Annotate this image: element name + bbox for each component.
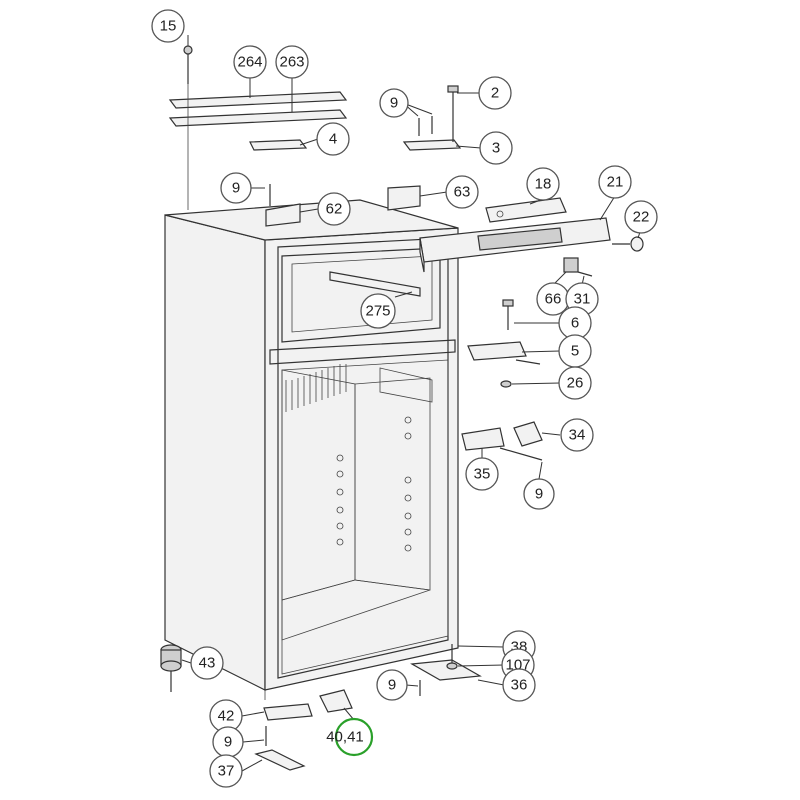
svg-text:275: 275 <box>365 303 390 320</box>
callout-9-bottom-right[interactable]: 9 <box>376 669 408 701</box>
callout-26[interactable]: 26 <box>558 366 592 400</box>
svg-text:22: 22 <box>633 209 650 226</box>
svg-text:15: 15 <box>160 18 177 35</box>
svg-text:35: 35 <box>474 466 491 483</box>
svg-text:5: 5 <box>571 343 579 360</box>
svg-text:9: 9 <box>390 95 398 112</box>
top-trim-strips <box>168 91 348 151</box>
svg-text:3: 3 <box>492 140 500 157</box>
callout-18[interactable]: 18 <box>526 167 560 201</box>
callout-22[interactable]: 22 <box>624 200 658 234</box>
svg-text:21: 21 <box>607 174 624 191</box>
freezer-rail <box>329 271 421 297</box>
thermostat-parts <box>563 257 593 277</box>
callout-5[interactable]: 5 <box>558 334 592 368</box>
svg-text:263: 263 <box>279 54 304 71</box>
svg-text:264: 264 <box>237 54 262 71</box>
foot <box>160 644 182 692</box>
svg-text:6: 6 <box>571 315 579 332</box>
evaporator-fins <box>285 364 347 412</box>
svg-text:36: 36 <box>511 677 528 694</box>
callout-43[interactable]: 43 <box>190 646 224 680</box>
callout-264[interactable]: 264 <box>233 45 267 79</box>
middle-hinge <box>467 299 541 388</box>
control-strip <box>485 197 567 223</box>
callout-63[interactable]: 63 <box>445 175 479 209</box>
callout-2[interactable]: 2 <box>478 76 512 110</box>
brackets <box>265 184 421 227</box>
callout-9-top-left[interactable]: 9 <box>220 172 252 204</box>
svg-text:9: 9 <box>232 180 240 197</box>
callout-4[interactable]: 4 <box>316 122 350 156</box>
svg-text:2: 2 <box>491 85 499 102</box>
callout-6[interactable]: 6 <box>558 306 592 340</box>
svg-text:34: 34 <box>569 427 586 444</box>
shelf-holes <box>336 416 412 552</box>
callout-40-41[interactable]: 40,41 <box>326 717 374 757</box>
cabinet <box>164 199 459 700</box>
callouts: 15 264 263 4 9 2 3 9 63 62 18 21 22 66 3… <box>151 9 658 788</box>
callout-66[interactable]: 66 <box>536 282 570 316</box>
svg-text:9: 9 <box>224 734 232 751</box>
callout-9-mid-right[interactable]: 9 <box>523 478 555 510</box>
svg-text:66: 66 <box>545 291 562 308</box>
callout-34[interactable]: 34 <box>560 418 594 452</box>
screw-15 <box>183 45 193 210</box>
svg-text:31: 31 <box>574 291 591 308</box>
svg-text:63: 63 <box>454 184 471 201</box>
svg-text:9: 9 <box>535 486 543 503</box>
svg-text:9: 9 <box>388 677 396 694</box>
callout-275[interactable]: 275 <box>360 293 396 329</box>
svg-text:40,41: 40,41 <box>326 729 364 746</box>
callout-35[interactable]: 35 <box>465 457 499 491</box>
svg-text:18: 18 <box>535 176 552 193</box>
callout-62[interactable]: 62 <box>317 192 351 226</box>
callout-21[interactable]: 21 <box>598 165 632 199</box>
svg-text:26: 26 <box>567 375 584 392</box>
bottom-hinge <box>410 644 482 696</box>
leader-lines <box>181 35 641 772</box>
top-hinge <box>402 85 462 151</box>
svg-text:42: 42 <box>218 708 235 725</box>
lower-hinge <box>461 421 543 461</box>
svg-text:43: 43 <box>199 655 216 672</box>
control-panel <box>419 217 611 273</box>
svg-text:37: 37 <box>218 763 235 780</box>
callout-3[interactable]: 3 <box>479 131 513 165</box>
knob <box>612 236 644 252</box>
callout-37[interactable]: 37 <box>209 754 243 788</box>
callout-9-top-right[interactable]: 9 <box>379 88 409 118</box>
svg-text:4: 4 <box>329 131 337 148</box>
callout-15[interactable]: 15 <box>151 9 185 43</box>
callout-36[interactable]: 36 <box>502 668 536 702</box>
callout-263[interactable]: 263 <box>275 45 309 79</box>
svg-text:62: 62 <box>326 201 343 218</box>
bottom-brackets <box>254 689 353 771</box>
callout-42[interactable]: 42 <box>209 699 243 733</box>
callout-9-bottom-left[interactable]: 9 <box>212 726 244 758</box>
